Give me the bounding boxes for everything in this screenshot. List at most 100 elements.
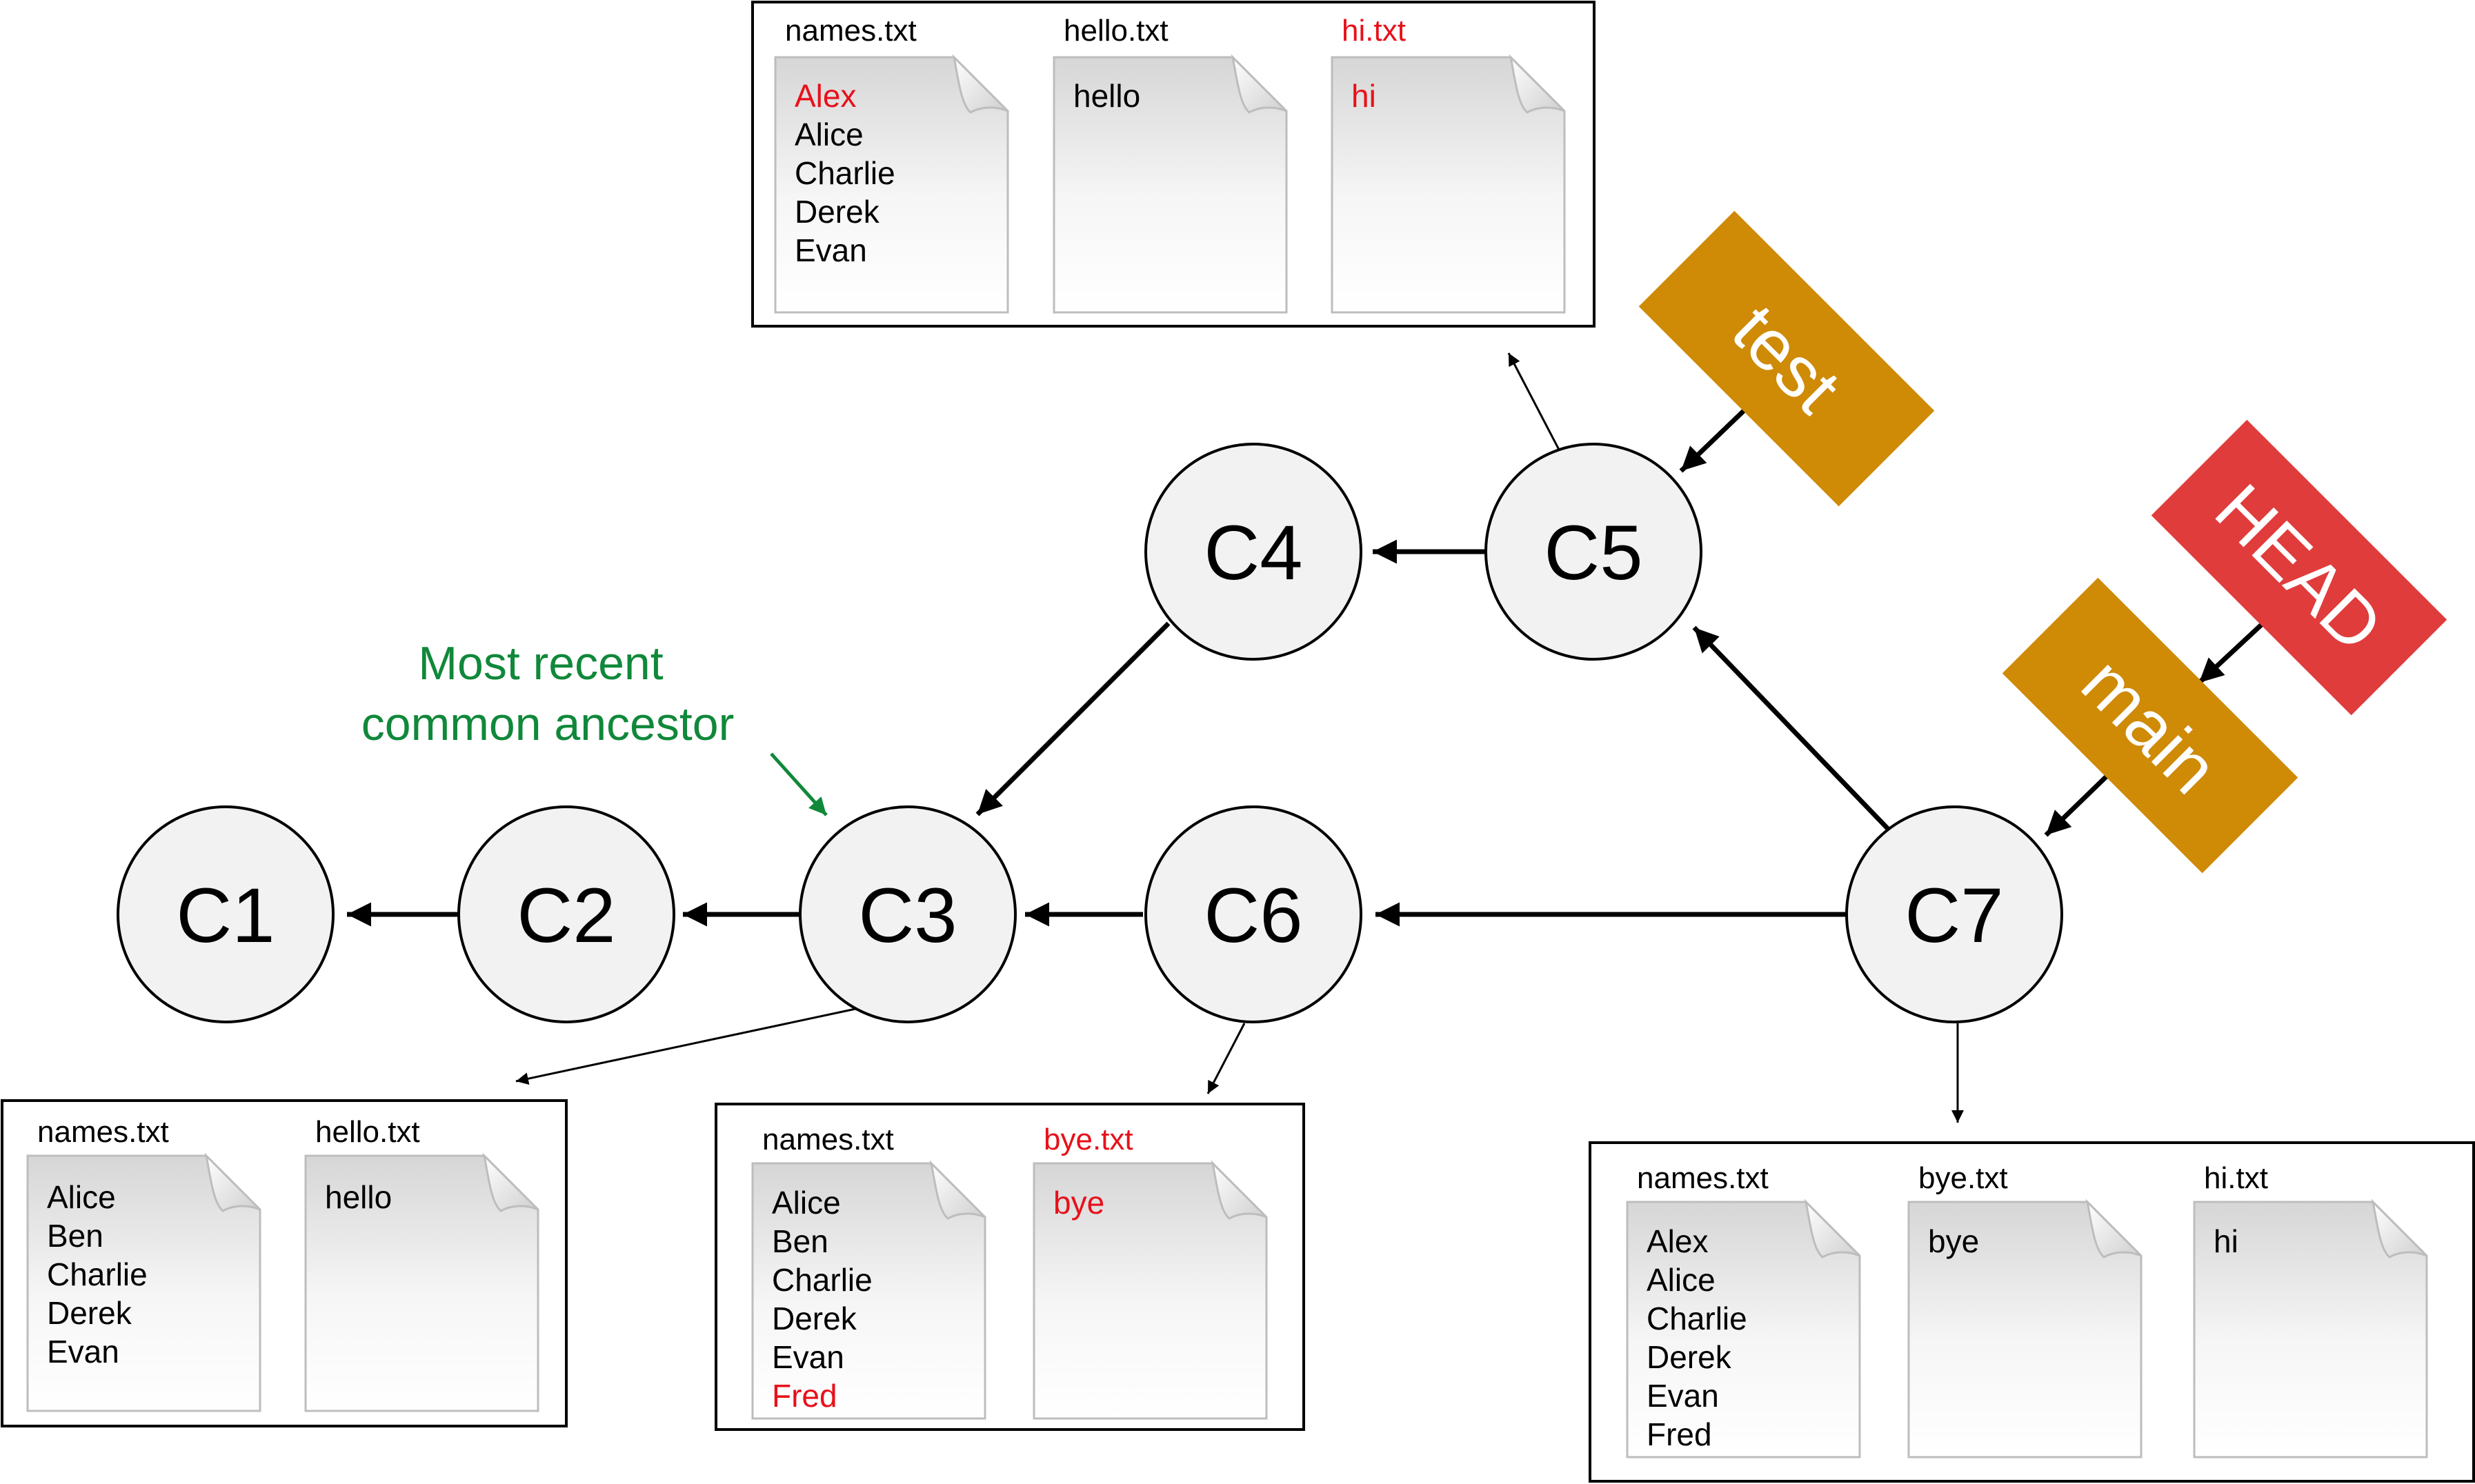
- commit-label: C4: [1204, 510, 1302, 596]
- file-name: names.txt: [37, 1115, 169, 1149]
- ref-tags: test HEAD main: [1638, 210, 2447, 874]
- ref-head[interactable]: HEAD: [2151, 419, 2447, 716]
- page-curl-icon: [952, 54, 1009, 114]
- commit-c4[interactable]: C4: [1144, 443, 1362, 661]
- document-icon: [1053, 56, 1288, 314]
- file-hello-txt[interactable]: hello.txt hello: [1053, 14, 1288, 314]
- parent-edges: [347, 539, 1891, 927]
- snapshot-arrow-c6: [1206, 1023, 1246, 1094]
- file-line: hi: [1351, 78, 1376, 114]
- file-line: Charlie: [1647, 1301, 1747, 1336]
- file-line: Alice: [47, 1179, 116, 1215]
- file-hello-txt[interactable]: hello.txt hello: [304, 1115, 539, 1412]
- file-line: Ben: [772, 1223, 828, 1259]
- file-line: Alice: [772, 1185, 841, 1221]
- file-line: Evan: [1647, 1378, 1719, 1414]
- file-name: names.txt: [1637, 1161, 1769, 1195]
- file-line: Derek: [1647, 1339, 1732, 1375]
- page-curl-icon: [1211, 1160, 1268, 1220]
- page-curl-icon: [1231, 54, 1288, 114]
- document-icon: [1907, 1201, 2143, 1458]
- commit-circle: [1144, 443, 1362, 661]
- file-name: hello.txt: [1064, 14, 1169, 48]
- file-line: Alex: [1647, 1223, 1708, 1259]
- commit-circle: [1484, 443, 1702, 661]
- document-icon: [26, 1154, 261, 1412]
- file-line: Derek: [795, 194, 880, 230]
- page-curl-icon: [2371, 1199, 2428, 1259]
- commit-circle: [457, 805, 675, 1023]
- snapshot-arrow-c5: [1507, 352, 1560, 450]
- commit-nodes: C1 C2 C3 C4 C5 C6 C7: [117, 443, 2063, 1023]
- document-icon: [2193, 1201, 2428, 1458]
- commit-label: C7: [1905, 872, 2003, 959]
- page-curl-icon: [1804, 1199, 1861, 1259]
- edge-c4-c3: [975, 621, 1171, 816]
- ref-tag-box: [2002, 577, 2298, 874]
- commit-circle: [1144, 805, 1362, 1023]
- commit-label: C1: [176, 872, 275, 959]
- file-name: hi.txt: [1342, 14, 1406, 48]
- snapshot-c6: names.txtAliceBenCharlieDerekEvanFredbye…: [715, 1103, 1305, 1431]
- ref-tag-box: [1638, 210, 1935, 507]
- main-arrow: [2044, 767, 2116, 837]
- commit-c5[interactable]: C5: [1484, 443, 1702, 661]
- test-arrow: [1679, 402, 1753, 473]
- annotation-arrow: [770, 752, 828, 816]
- file-line: Charlie: [47, 1256, 148, 1292]
- file-line: Alice: [1647, 1262, 1716, 1298]
- ref-test[interactable]: test: [1638, 210, 1935, 507]
- file-line: Fred: [1647, 1416, 1712, 1452]
- edge-c7-c5: [1692, 625, 1891, 832]
- ref-tag-box: [2151, 419, 2447, 716]
- document-icon: [304, 1154, 539, 1412]
- commit-circle: [117, 805, 335, 1023]
- file-line: hello: [1073, 78, 1140, 114]
- document-icon: [1331, 56, 1566, 314]
- commit-label: C3: [858, 872, 957, 959]
- page-curl-icon: [1509, 54, 1566, 114]
- annotation-line-2: common ancestor: [361, 698, 734, 750]
- file-line: Fred: [772, 1378, 837, 1414]
- file-bye-txt[interactable]: bye.txt bye: [1033, 1123, 1268, 1420]
- commit-c3[interactable]: C3: [799, 805, 1017, 1023]
- page-curl-icon: [482, 1152, 539, 1212]
- commit-c2[interactable]: C2: [457, 805, 675, 1023]
- page-curl-icon: [2085, 1199, 2143, 1259]
- commit-label: C5: [1544, 510, 1642, 596]
- file-line: Evan: [795, 232, 867, 268]
- file-line: Derek: [47, 1295, 132, 1331]
- document-icon: [774, 56, 1009, 314]
- ref-main[interactable]: main: [2002, 577, 2298, 874]
- commit-c7[interactable]: C7: [1845, 805, 2063, 1023]
- file-name: bye.txt: [1918, 1161, 2008, 1195]
- commit-c6[interactable]: C6: [1144, 805, 1362, 1023]
- file-line: hello: [325, 1179, 392, 1215]
- document-icon: [1626, 1201, 1861, 1458]
- annotation-line-1: Most recent: [418, 637, 663, 690]
- file-name: hello.txt: [315, 1115, 420, 1149]
- file-name: hi.txt: [2204, 1161, 2268, 1195]
- file-line: Alex: [795, 78, 856, 114]
- file-name: bye.txt: [1044, 1123, 1133, 1156]
- commit-c1[interactable]: C1: [117, 805, 335, 1023]
- file-line: Evan: [47, 1334, 119, 1370]
- file-hi-txt[interactable]: hi.txt hi: [1331, 14, 1566, 314]
- file-line: bye: [1053, 1185, 1104, 1221]
- snapshot-arrows: [515, 352, 1964, 1123]
- file-line: Evan: [772, 1339, 844, 1375]
- merge-base-annotation: Most recent common ancestor: [361, 637, 828, 816]
- commit-circle: [799, 805, 1017, 1023]
- snapshot-c3: names.txtAliceBenCharlieDerekEvanhello.t…: [1, 1099, 568, 1427]
- document-icon: [1033, 1162, 1268, 1420]
- file-line: Charlie: [795, 155, 895, 191]
- page-curl-icon: [204, 1152, 261, 1212]
